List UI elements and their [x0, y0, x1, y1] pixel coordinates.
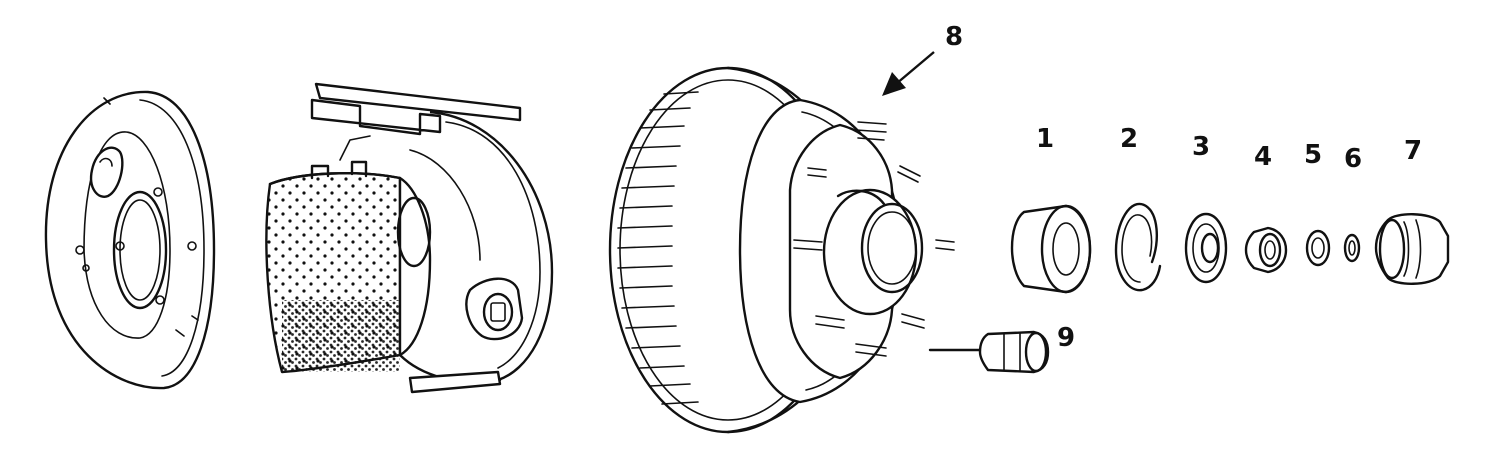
bearing-icon — [1010, 204, 1092, 294]
part-label-6: 6 — [1344, 144, 1362, 174]
brake-shoe-icon — [265, 82, 554, 394]
dust-cap-icon — [1374, 213, 1450, 285]
arrow-icon — [882, 51, 935, 96]
washer-icon — [1343, 233, 1361, 263]
lug-nut-icon — [928, 330, 1050, 374]
part-label-1: 1 — [1036, 124, 1054, 154]
washer-icon — [1305, 229, 1331, 267]
part-label-9: 9 — [1057, 323, 1075, 353]
part-label-3: 3 — [1192, 132, 1210, 162]
nut-icon — [1244, 226, 1288, 274]
backing-plate-icon — [44, 90, 216, 390]
seal-icon — [1184, 212, 1228, 284]
part-label-8: 8 — [945, 22, 963, 52]
hub-drum-icon — [608, 66, 955, 434]
part-label-4: 4 — [1254, 142, 1272, 172]
part-label-7: 7 — [1404, 136, 1422, 166]
part-label-2: 2 — [1120, 124, 1138, 154]
retainer-ring-icon — [1114, 202, 1162, 292]
part-label-5: 5 — [1304, 140, 1322, 170]
